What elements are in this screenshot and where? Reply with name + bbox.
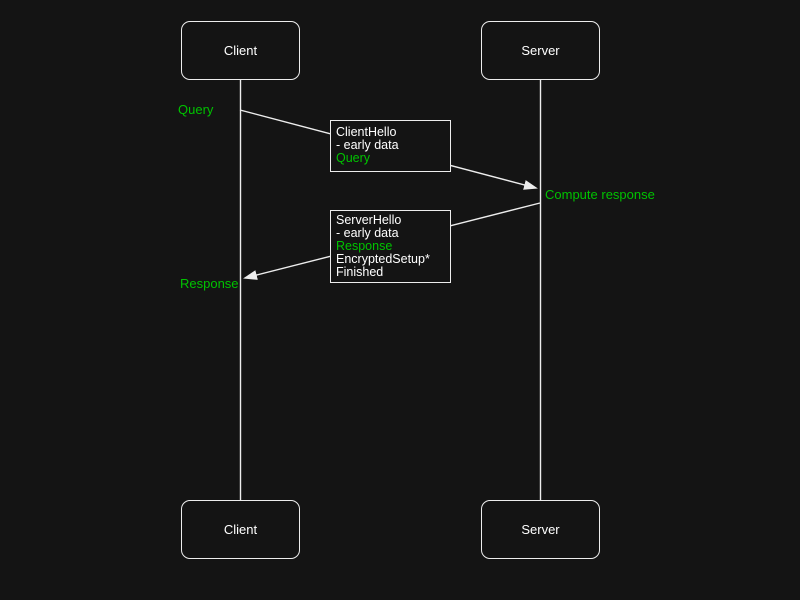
- clienthello-line-1: ClientHello: [336, 125, 397, 139]
- query-label: Query: [178, 102, 214, 117]
- compute-response-label: Compute response: [545, 187, 655, 202]
- clienthello-line-2: - early data: [336, 138, 399, 152]
- actor-server-bottom: Server: [481, 500, 600, 559]
- clienthello-line-3: Query: [336, 151, 371, 165]
- serverhello-message-box: ServerHello - early data Response Encryp…: [330, 210, 451, 283]
- serverhello-line-5: Finished: [336, 265, 384, 279]
- serverhello-line-4: EncryptedSetup*: [336, 252, 430, 266]
- serverhello-line-3: Response: [336, 239, 393, 253]
- serverhello-line-1: ServerHello: [336, 213, 402, 227]
- actor-server-top-label: Server: [521, 43, 560, 58]
- serverhello-line-2: - early data: [336, 226, 399, 240]
- actor-client-bottom-label: Client: [223, 522, 258, 537]
- clienthello-message-box: ClientHello - early data Query: [330, 120, 451, 172]
- response-label: Response: [180, 276, 239, 291]
- actor-client-top-label: Client: [223, 43, 258, 58]
- actor-server-bottom-label: Server: [521, 522, 560, 537]
- actor-client-top: Client: [181, 21, 300, 80]
- actor-server-top: Server: [481, 21, 600, 80]
- actor-client-bottom: Client: [181, 500, 300, 559]
